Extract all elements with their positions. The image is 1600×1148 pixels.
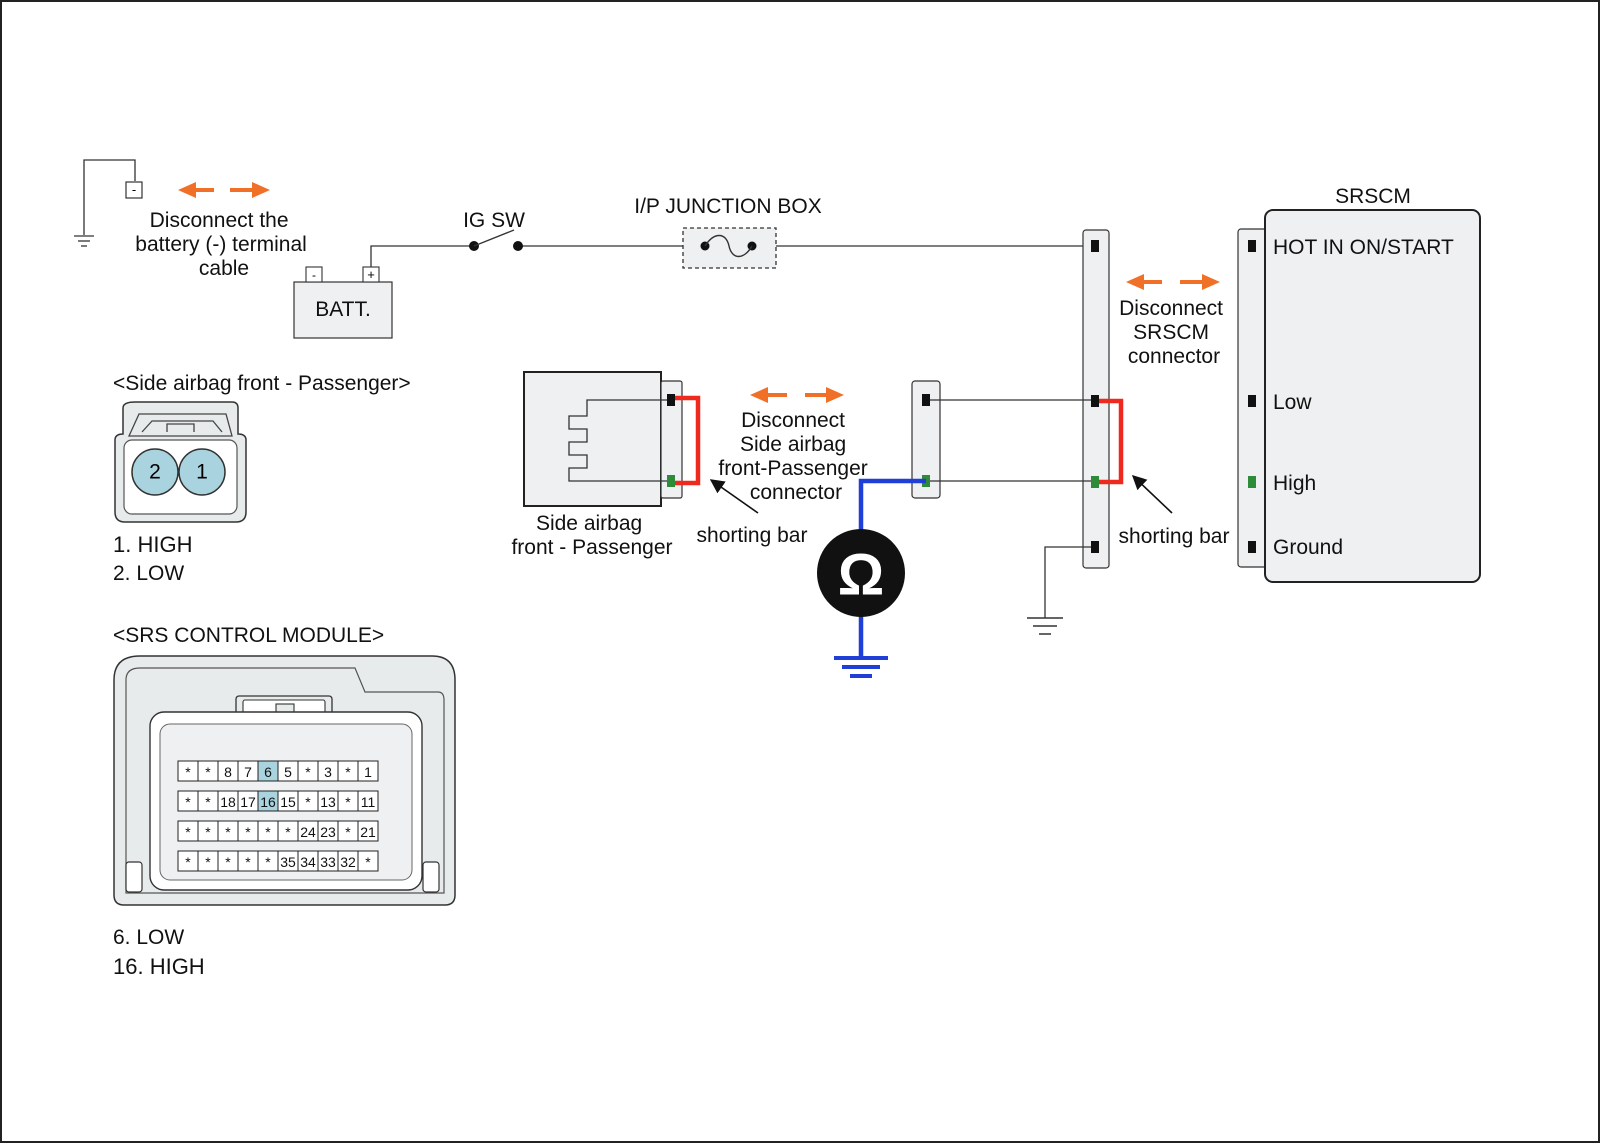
srs-pin-label: * xyxy=(365,854,371,870)
srs-pin-label: 33 xyxy=(320,854,336,870)
battery-label: BATT. xyxy=(315,298,371,321)
ig-sw-label: IG SW xyxy=(463,209,525,232)
airbag-shorting-bar xyxy=(675,395,701,486)
srs-pin-label: * xyxy=(185,824,191,840)
srs-pin-label: * xyxy=(345,764,351,780)
srs-pin-cell xyxy=(357,820,379,842)
airbag-disconnect-arrow-icon xyxy=(750,387,844,403)
srscm-terminal-hot-in: HOT IN ON/START xyxy=(1273,236,1454,259)
intermediate-connector xyxy=(911,380,941,499)
ignition-switch: IG SW xyxy=(463,209,525,251)
srscm-ground-symbol xyxy=(1027,546,1091,635)
srscm-terminal-low: Low xyxy=(1273,391,1312,414)
airbag-pin-1 xyxy=(178,448,226,496)
srs-module-view-title: <SRS CONTROL MODULE> xyxy=(113,624,384,647)
airbag-legend-low: 2. LOW xyxy=(113,562,184,585)
battery-terminal-icon: - xyxy=(125,181,143,199)
airbag-legend-high: 1. HIGH xyxy=(113,532,192,557)
srs-pin-label: * xyxy=(205,794,211,810)
srs-pin-label: 24 xyxy=(300,824,316,840)
chassis-ground-left xyxy=(74,159,136,247)
meter-lead-high xyxy=(858,478,926,534)
battery: - + BATT. xyxy=(293,266,393,339)
airbag-shorting-bar-label: shorting bar xyxy=(697,524,808,547)
srscm-title: SRSCM xyxy=(1335,185,1411,208)
srscm-shorting-bar-label: shorting bar xyxy=(1119,525,1230,548)
srs-pin-label: * xyxy=(245,854,251,870)
srs-pin-label: * xyxy=(305,794,311,810)
airbag-squib-icon xyxy=(568,399,667,482)
battery-disconnect-note: Disconnect the battery (-) terminal cabl… xyxy=(135,209,312,280)
srs-pin-cell xyxy=(357,760,379,782)
srscm-disconnect-arrow-icon xyxy=(1126,274,1220,290)
srscm-shorting-bar xyxy=(1099,398,1124,485)
supply-wire xyxy=(370,245,474,267)
airbag-pin-1-label: 1 xyxy=(196,461,208,484)
airbag-pin-2-label: 2 xyxy=(149,461,161,484)
srs-pin-label: * xyxy=(265,854,271,870)
ohm-symbol: Ω xyxy=(838,543,885,608)
srs-pin-label: * xyxy=(345,824,351,840)
side-airbag-connector xyxy=(660,380,683,499)
srs-pin-label: * xyxy=(205,764,211,780)
srs-legend-low: 6. LOW xyxy=(113,926,184,949)
srs-pin-cell xyxy=(357,790,379,812)
fuse-icon xyxy=(704,234,753,258)
srs-pin-label: * xyxy=(185,764,191,780)
airbag-connector-view-title: <Side airbag front - Passenger> xyxy=(113,372,411,395)
ohmmeter-icon: Ω xyxy=(817,529,905,617)
battery-disconnect-arrow-icon xyxy=(178,182,270,198)
srs-pin-label: * xyxy=(185,854,191,870)
airbag-pin-2 xyxy=(131,448,179,496)
srscm-terminal-ground: Ground xyxy=(1273,536,1343,559)
srs-pin-label: 17 xyxy=(240,794,256,810)
battery-minus-terminal: - xyxy=(312,268,316,282)
airbag-disconnect-note: Disconnect Side airbag front-Passenger c… xyxy=(718,409,873,504)
srscm-terminal-high: High xyxy=(1273,472,1316,495)
svg-text:-: - xyxy=(132,182,136,197)
srs-pin-label: * xyxy=(245,824,251,840)
srs-pin-label: 35 xyxy=(280,854,296,870)
srs-pin-label: * xyxy=(345,794,351,810)
junction-box-label: I/P JUNCTION BOX xyxy=(634,195,821,218)
srs-pin-label: * xyxy=(285,824,291,840)
srs-pin-label: 3 xyxy=(324,764,332,780)
srs-pin-label: * xyxy=(305,764,311,780)
side-airbag-module xyxy=(523,371,662,507)
srs-pin-cell xyxy=(357,850,379,872)
srs-pin-label: * xyxy=(225,824,231,840)
srs-pin-label: 34 xyxy=(300,854,316,870)
junction-box: I/P JUNCTION BOX xyxy=(634,195,822,269)
srs-pin-label: 6 xyxy=(264,764,272,780)
srs-pin-label: 5 xyxy=(284,764,292,780)
srs-pin-label: 15 xyxy=(280,794,296,810)
srs-pin-label: * xyxy=(205,824,211,840)
srs-pin-label: 11 xyxy=(361,794,376,810)
airbag-connector-face: 2 1 xyxy=(114,401,247,523)
srscm-disconnect-note: Disconnect SRSCM connector xyxy=(1119,297,1229,368)
srs-pin-label: * xyxy=(265,824,271,840)
srs-pin-label: 13 xyxy=(320,794,336,810)
srscm-module xyxy=(1264,209,1481,583)
srs-pin-label: 18 xyxy=(220,794,236,810)
srs-pin-label: 23 xyxy=(320,824,336,840)
srs-pin-label: 16 xyxy=(260,794,276,810)
srs-pin-label: 32 xyxy=(340,854,356,870)
srs-pin-label: 21 xyxy=(360,824,376,840)
srs-pin-label: 1 xyxy=(364,764,372,780)
battery-plus-terminal: + xyxy=(367,267,375,282)
side-airbag-label: Side airbag front - Passenger xyxy=(511,512,672,559)
srs-legend-high: 16. HIGH xyxy=(113,954,205,979)
srs-pin-label: * xyxy=(225,854,231,870)
srs-pin-label: * xyxy=(205,854,211,870)
srs-pin-label: 8 xyxy=(224,764,232,780)
srs-pin-label: 7 xyxy=(244,764,252,780)
srs-pin-label: * xyxy=(185,794,191,810)
